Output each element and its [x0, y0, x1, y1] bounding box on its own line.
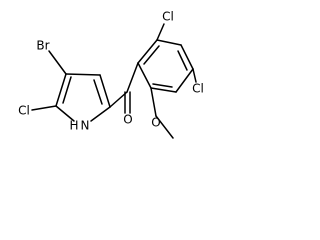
atom-pyrrole-nh-hydrogen: H — [69, 119, 78, 133]
bond-benzene-c2-c3 — [156, 39, 182, 46]
bond-c3-chlorine — [31, 105, 57, 111]
bond-pyrrole-c2-n — [90, 106, 111, 122]
bond-pyrrole-c3-c4-double — [62, 76, 72, 104]
bond-benzene-c1-c2-inner — [143, 45, 160, 65]
bond-benzene-c4-c5 — [175, 68, 194, 93]
atom-methoxy-oxygen: O — [151, 116, 160, 130]
molecule-structure-diagram: Br Cl N H O Cl Cl O — [18, 10, 204, 139]
atom-bromine: Br — [36, 39, 49, 53]
atom-chlorine-right: Cl — [192, 82, 204, 96]
bond-c4-bromine — [48, 50, 67, 75]
bond-benzene-c5-c6 — [150, 87, 177, 93]
bond-benzene-methoxy-oxygen — [150, 87, 157, 117]
atom-carbonyl-oxygen: O — [123, 113, 132, 127]
bond-benzene-chlorine-right — [192, 68, 197, 83]
bond-pyrrole-c3-n — [55, 105, 75, 122]
bond-carbonyl-benzene — [126, 62, 139, 93]
bond-benzene-c3-c4-inner — [177, 50, 188, 71]
bond-benzene-c1-c2 — [137, 39, 158, 64]
bond-pyrrole-c4-c5 — [65, 73, 101, 76]
bond-pyrrole-c3-c4 — [55, 73, 67, 107]
bond-c2-carbonyl — [109, 91, 128, 108]
bond-benzene-c3-c4 — [180, 44, 194, 70]
bond-benzene-c5-c6-inner — [152, 83, 173, 88]
atom-chlorine-pyrrole: Cl — [18, 104, 30, 118]
bond-methoxy-methyl — [155, 115, 174, 139]
bond-benzene-c6-c1 — [137, 62, 152, 89]
atom-pyrrole-nitrogen: N — [81, 119, 90, 133]
bond-benzene-chlorine-top — [156, 23, 165, 41]
bond-pyrrole-c5-c2 — [99, 74, 111, 108]
atom-chlorine-top: Cl — [162, 10, 174, 24]
bond-pyrrole-c5-c2-double — [93, 79, 103, 105]
